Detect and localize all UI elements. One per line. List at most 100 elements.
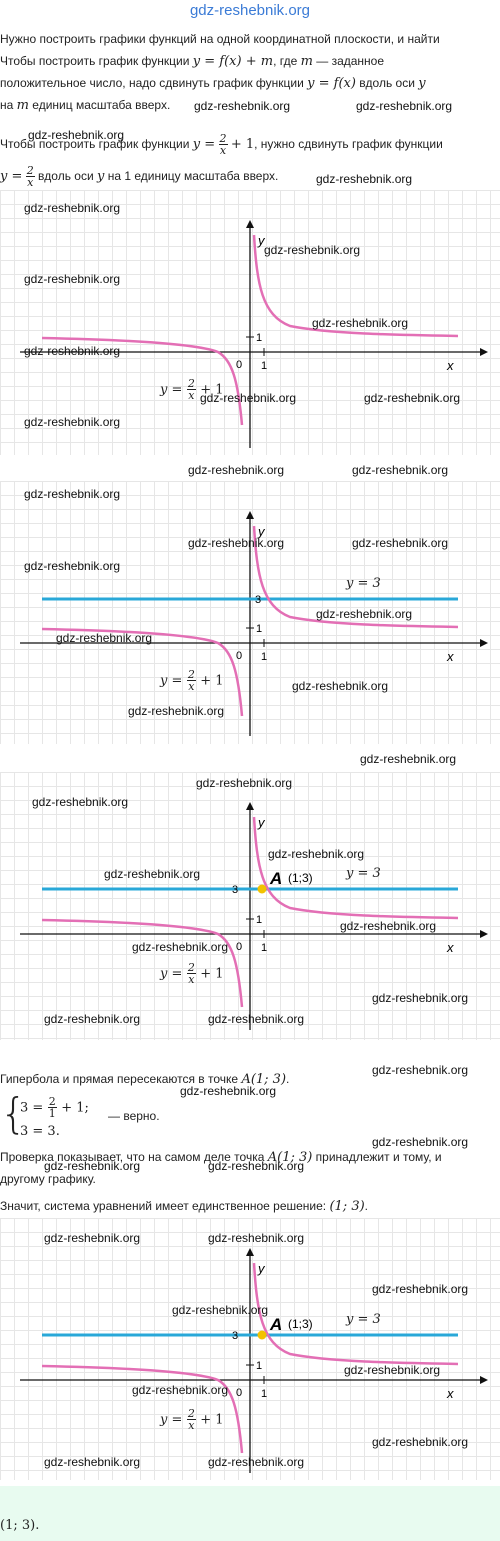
point-name: A <box>269 1315 282 1334</box>
watermark: gdz-reshebnik.org <box>208 1012 305 1026</box>
line-label: y = 3 <box>346 576 381 591</box>
line-label: y = 3 <box>346 866 381 881</box>
watermark: gdz-reshebnik.org <box>180 1084 277 1098</box>
watermark: gdz-reshebnik.org <box>340 919 437 933</box>
watermark: gdz-reshebnik.org <box>352 463 449 477</box>
origin-label: 0 <box>236 359 242 371</box>
y-value-3-label: 3 <box>255 594 261 606</box>
watermark: gdz-reshebnik.org <box>132 1383 229 1397</box>
answer-box: (1; 3). <box>0 1486 500 1541</box>
graph-2-svg: y x 0 1 1 3 <box>20 511 488 736</box>
watermark: gdz-reshebnik.org <box>132 940 229 954</box>
watermark: gdz-reshebnik.org <box>128 704 225 718</box>
watermark: gdz-reshebnik.org <box>316 607 413 621</box>
x-unit-label: 1 <box>261 651 267 663</box>
answer-text: (1; 3). <box>0 1518 40 1533</box>
watermark: gdz-reshebnik.org <box>24 415 121 429</box>
watermark: gdz-reshebnik.org <box>24 344 121 358</box>
system-line-2: 3 = 3. <box>20 1124 60 1139</box>
intro-line-2: Чтобы построить график функции y = f(x) … <box>0 54 385 69</box>
watermark: gdz-reshebnik.org <box>56 631 153 645</box>
watermark: gdz-reshebnik.org <box>24 201 121 215</box>
origin-label: 0 <box>236 1387 242 1399</box>
intro-line-1: Нужно построить графики функций на одной… <box>0 32 440 46</box>
y-axis-arrow <box>246 1248 254 1256</box>
y-axis-label: y <box>257 233 266 248</box>
graph-3-svg: y x 0 1 1 3 A (1;3) <box>20 802 488 1030</box>
watermark: gdz-reshebnik.org <box>188 463 285 477</box>
x-axis-arrow <box>480 1376 488 1384</box>
watermark: gdz-reshebnik.org <box>44 1159 141 1173</box>
graph-4-svg: y x 0 1 1 3 A (1;3) <box>20 1248 488 1473</box>
hyperbola-right-branch <box>252 525 459 629</box>
watermark: gdz-reshebnik.org <box>372 1435 469 1449</box>
graph-1-svg: y x 0 1 1 <box>20 220 488 448</box>
x-axis-arrow <box>480 639 488 647</box>
watermark: gdz-reshebnik.org <box>372 1135 469 1149</box>
watermark: gdz-reshebnik.org <box>44 1455 141 1469</box>
x-axis-arrow <box>480 930 488 938</box>
y-value-3-label: 3 <box>232 1330 238 1342</box>
watermark: gdz-reshebnik.org <box>372 1282 469 1296</box>
y-axis-arrow <box>246 511 254 519</box>
watermark: gdz-reshebnik.org <box>352 536 449 550</box>
watermark: gdz-reshebnik.org <box>194 99 291 113</box>
watermark: gdz-reshebnik.org <box>268 847 365 861</box>
hyperbola-right-branch <box>252 816 459 920</box>
y-unit-label: 1 <box>256 332 262 344</box>
intro-line-4: на m единиц масштаба вверх. <box>0 98 171 113</box>
hyperbola-left-branch <box>41 627 244 717</box>
watermark: gdz-reshebnik.org <box>32 795 129 809</box>
intersection-point <box>257 1330 267 1340</box>
watermark: gdz-reshebnik.org <box>172 1303 269 1317</box>
x-unit-label: 1 <box>261 360 267 372</box>
watermark: gdz-reshebnik.org <box>344 1363 441 1377</box>
origin-label: 0 <box>236 650 242 662</box>
watermark: gdz-reshebnik.org <box>208 1455 305 1469</box>
y-axis-label: y <box>257 524 266 539</box>
site-header[interactable]: gdz-reshebnik.org <box>189 2 311 19</box>
watermark: gdz-reshebnik.org <box>372 1063 469 1077</box>
watermark: gdz-reshebnik.org <box>316 172 413 186</box>
check-line-1: Проверка показывает, что на самом деле т… <box>0 1150 442 1165</box>
watermark: gdz-reshebnik.org <box>360 752 457 766</box>
watermark: gdz-reshebnik.org <box>208 1159 305 1173</box>
hyperbola-left-branch <box>41 918 244 1008</box>
watermark: gdz-reshebnik.org <box>356 99 453 113</box>
hyperbola-left-branch <box>41 336 244 426</box>
watermark: gdz-reshebnik.org <box>24 559 121 573</box>
intro-line-3: положительное число, надо сдвинуть графи… <box>0 76 426 91</box>
y-unit-label: 1 <box>256 1360 262 1372</box>
y-unit-label: 1 <box>256 623 262 635</box>
origin-label: 0 <box>236 941 242 953</box>
watermark: gdz-reshebnik.org <box>104 867 201 881</box>
watermark: gdz-reshebnik.org <box>44 1231 141 1245</box>
watermark: gdz-reshebnik.org <box>312 316 409 330</box>
intersection-text: Гипербола и прямая пересекаются в точке … <box>0 1072 290 1087</box>
watermark: gdz-reshebnik.org <box>200 391 297 405</box>
x-axis-label: x <box>446 1386 454 1401</box>
y-axis-label: y <box>257 815 266 830</box>
system-brace: { <box>0 1089 27 1138</box>
x-axis-label: x <box>446 940 454 955</box>
y-unit-label: 1 <box>256 914 262 926</box>
conclusion: Значит, система уравнений имеет единстве… <box>0 1199 369 1214</box>
watermark: gdz-reshebnik.org <box>196 776 293 790</box>
point-coords: (1;3) <box>288 871 313 885</box>
intersection-point <box>257 884 267 894</box>
y-axis-label: y <box>257 1261 266 1276</box>
x-axis-label: x <box>446 649 454 664</box>
x-unit-label: 1 <box>261 1388 267 1400</box>
y-value-3-label: 3 <box>232 884 238 896</box>
system-verdict: — верно. <box>108 1109 160 1123</box>
watermark: gdz-reshebnik.org <box>372 991 469 1005</box>
